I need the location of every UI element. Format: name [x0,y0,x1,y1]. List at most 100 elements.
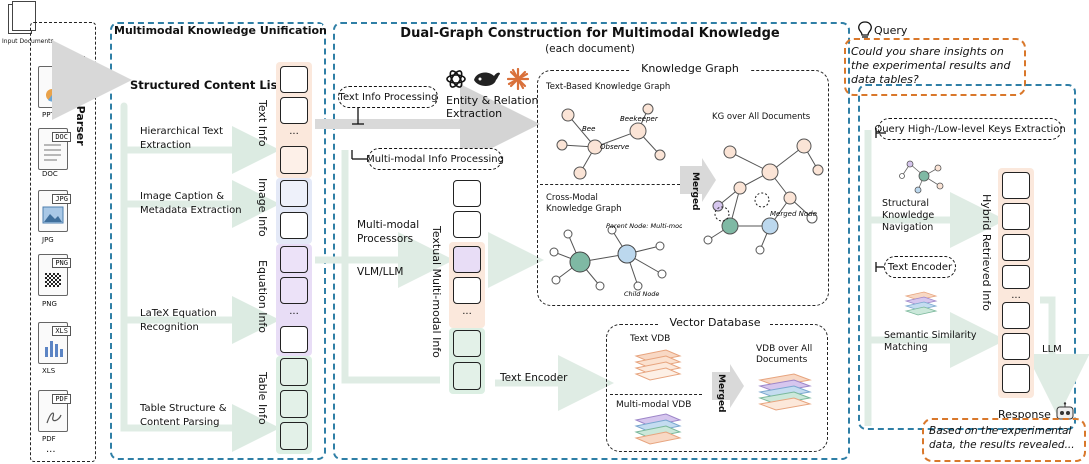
hybrid-ellipsis: ... [1011,290,1021,301]
cross-modal-kg-graph: Parent Node: Multi-modal Instance Child … [549,222,682,298]
text-encoder-label: Text Encoder [500,372,568,384]
beekeeper-node-label: Beekeeper [620,115,659,123]
vlm-llm-label: VLM/LLM [357,266,404,278]
query-question-box [844,38,1026,96]
content-list-column: ... ... [276,62,312,456]
text-cell-2 [280,97,308,124]
hybrid-cell-1 [1002,172,1030,199]
textual-multimodal-info-label: Textual Multi-modal Info [430,226,443,358]
multimodal-info-processing-pill: Multi-modal Info Processing [366,148,504,170]
doc-document-icon: DOC [38,128,71,170]
image-info-label: Image Info [256,178,269,237]
semantic-similarity-label: Semantic Similarity Matching [884,330,977,353]
equation-info-label: Equation Info [256,260,269,334]
observe-edge-label: Observe [600,143,629,151]
jpg-document-label: JPG [42,236,54,244]
query-label: Query [874,24,908,37]
png-document-label: PNG [42,300,57,308]
kg-all-docs-label: KG over All Documents [712,112,811,122]
whale-model-icon [474,72,500,86]
text-cell-3 [280,146,308,174]
cross-modal-kg-label: Cross-Modal Knowledge Graph [546,193,622,214]
table-cell-2 [280,390,308,418]
merged-node-label: Merged Node [770,210,817,218]
mm-vdb-stack-icon [634,413,682,445]
response-answer-box [922,418,1086,462]
text-info-processing-pill: Text Info Processing [338,86,438,108]
textual-cell-4 [453,277,481,304]
vdb-merged-label: Merged [716,374,726,413]
dual-graph-title: Dual-Graph Construction for Multimodal K… [400,26,780,41]
png-document-icon: PNG [38,254,71,296]
query-question-text: Could you share insights on the experime… [851,45,1011,86]
textual-cell-1 [453,180,481,207]
kg-merged-label: Merged [690,172,700,211]
equation-cell-2 [280,277,308,304]
merged-kg-graph [703,138,824,255]
textual-cell-2 [453,211,481,238]
equation-info-ellipsis: ... [289,306,299,317]
textual-cell-3 [453,246,481,273]
textual-info-ellipsis: ... [462,306,472,317]
llm-label: LLM [1042,344,1062,355]
image-cell-1 [280,180,308,207]
hybrid-cell-5 [1002,302,1030,329]
text-vdb-stack-icon [634,349,682,381]
hybrid-cell-6 [1002,333,1030,360]
hybrid-retrieved-column: ... [998,168,1034,398]
textual-multimodal-column: ... [449,176,485,396]
mm-vdb-label: Multi-modal VDB [616,400,692,410]
openai-model-icon [446,70,466,88]
more-documents-ellipsis: ... [46,444,56,455]
xls-document-icon: XLS [38,322,71,364]
dual-graph-subtitle: (each document) [545,43,635,55]
doc-document-label: DOC [42,170,58,178]
table-cell-3 [280,422,308,450]
table-cell-1 [280,358,308,386]
structural-navigation-label: Structural Knowledge Navigation [882,198,935,233]
query-lightbulb-icon [858,21,872,38]
input-documents-icon-stack [12,1,36,31]
hybrid-cell-7 [1002,364,1030,393]
ppt-document-label: PPT [42,111,55,119]
hybrid-retrieved-label: Hybrid Retrieved Info [980,194,993,311]
child-node-label: Child Node [624,290,659,298]
table-info-label: Table Info [256,372,269,425]
spark-model-icon [507,68,529,90]
entity-relation-extraction-label: Entity & Relation Extraction [446,94,539,120]
structural-navigation-graph-icon [899,160,944,194]
vdb-all-stack-icon [758,373,812,411]
step-hierarchical-text: Hierarchical Text Extraction [140,126,224,151]
text-info-ellipsis: ... [289,126,299,137]
textual-cell-5 [453,330,481,357]
kg-divider [540,184,680,185]
multimodal-processors-label: Multi-modal Processors [357,219,420,245]
text-info-label: Text Info [256,100,269,147]
semantic-matching-stack-icon [904,291,938,316]
unification-panel [110,22,326,460]
hybrid-cell-2 [1002,203,1030,230]
retrieval-panel [858,84,1076,430]
step-latex-equation: LaTeX Equation Recognition [140,308,217,333]
vdb-all-docs-label: VDB over All Documents [756,344,813,365]
knowledge-graph-title: Knowledge Graph [630,62,750,75]
dual-graph-panel [333,22,850,460]
textual-cell-6 [453,362,481,390]
input-documents-panel [30,22,96,462]
jpg-document-icon: JPG [38,190,71,232]
text-cell-1 [280,66,308,93]
vdb-divider [610,394,702,395]
equation-cell-1 [280,246,308,273]
query-text-encoder-pill: Text Encoder [884,256,956,278]
response-answer-text: Based on the experimental data, the resu… [929,425,1075,451]
equation-cell-3 [280,326,308,353]
keys-extraction-pill: Query High-/Low-level Keys Extraction [874,118,1066,140]
pdf-document-icon: PDF [38,390,71,432]
hybrid-cell-4 [1002,265,1030,289]
parent-node-label: Parent Node: Multi-modal Instance [606,222,682,230]
text-kg-label: Text-Based Knowledge Graph [546,82,671,92]
unification-title: Multimodal Knowledge Unification [114,24,327,37]
hybrid-cell-3 [1002,234,1030,261]
